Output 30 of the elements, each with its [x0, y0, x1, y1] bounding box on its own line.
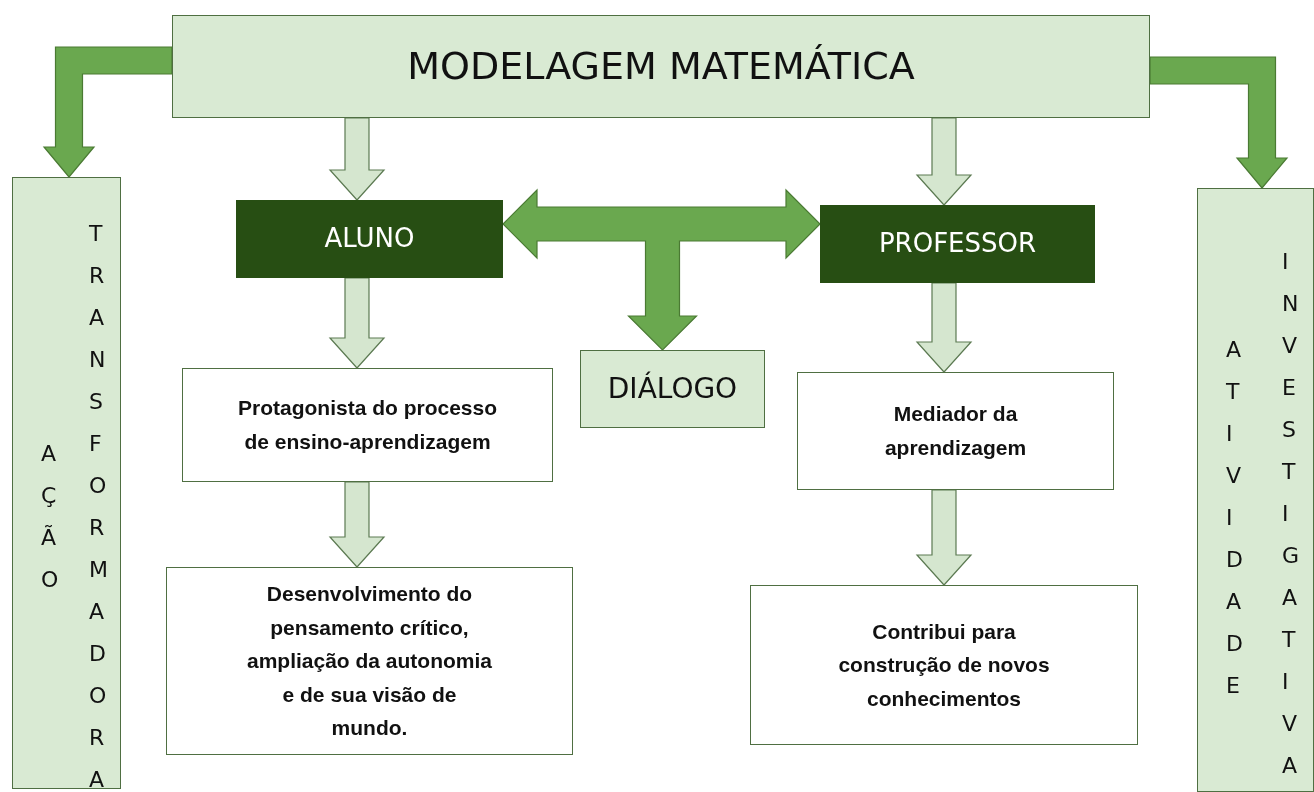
vertical-text: INVESTIGATIVA	[1282, 248, 1296, 780]
description-text: Protagonista do processo de ensino-aprendizagem	[236, 395, 498, 455]
block-arrow	[502, 188, 821, 351]
block-arrow	[915, 117, 973, 206]
side-band	[1197, 188, 1314, 792]
role-label: PROFESSOR	[878, 228, 1037, 260]
description-box	[797, 372, 1114, 490]
dialogue-label: DIÁLOGO	[607, 372, 738, 406]
block-arrow	[328, 117, 386, 201]
block-arrow	[328, 481, 386, 568]
vertical-text: AÇÃO	[41, 440, 55, 594]
block-arrow	[915, 282, 973, 373]
role-box	[820, 205, 1095, 283]
title-box	[172, 15, 1150, 118]
block-arrow	[42, 46, 173, 178]
description-box	[182, 368, 553, 482]
block-arrow	[915, 489, 973, 586]
description-text: Contribui para construção de novos conhecimentos	[837, 618, 1051, 712]
vertical-text: ATIVIDADE	[1226, 336, 1240, 700]
description-box	[750, 585, 1138, 745]
role-box	[236, 200, 503, 278]
dialogue-box	[580, 350, 765, 428]
role-label: ALUNO	[324, 223, 415, 255]
description-text: Mediador da aprendizagem	[883, 401, 1028, 461]
description-box	[166, 567, 573, 755]
title-text: MODELAGEM MATEMÁTICA	[407, 43, 915, 90]
block-arrow	[328, 277, 386, 369]
side-band	[12, 177, 121, 789]
block-arrow	[1149, 56, 1289, 189]
description-text: Desenvolvimento do pensamento crítico, ampliação da autonomia e de sua visão de mundo.	[245, 581, 494, 742]
